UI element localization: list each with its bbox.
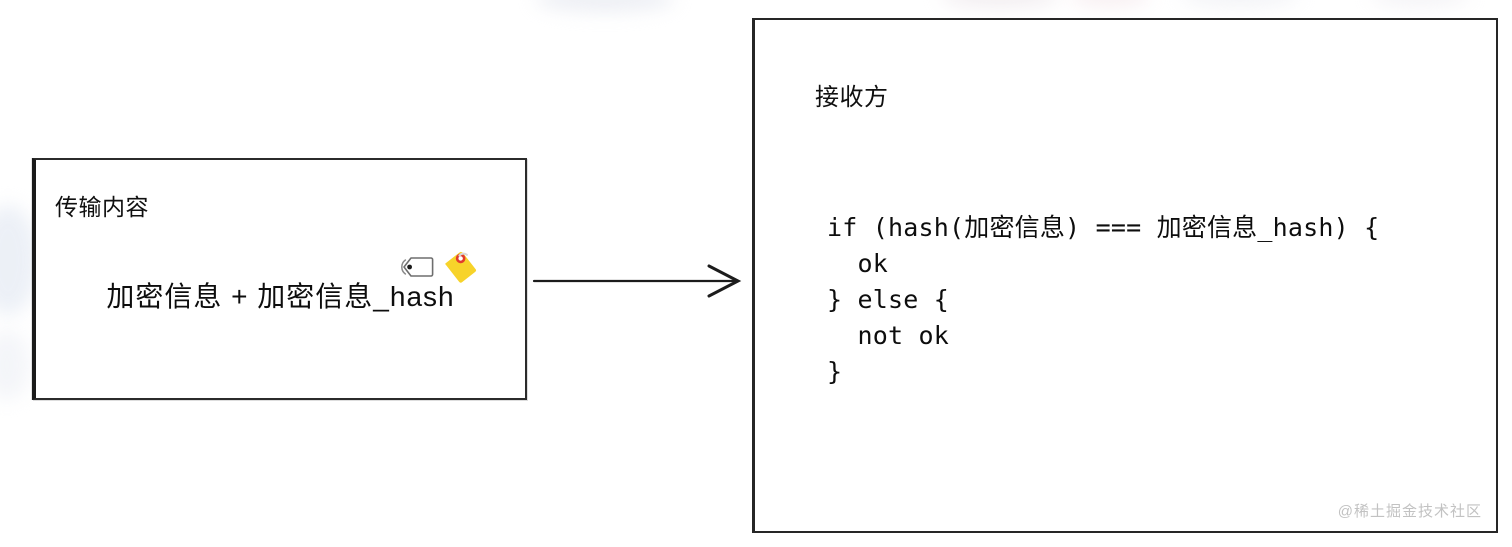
background-smudge (1070, 0, 1150, 7)
transmission-box-title: 传输内容 (55, 194, 149, 220)
background-smudge (1370, 0, 1470, 7)
transmission-content-row: 加密信息 + 加密信息_hash (36, 275, 525, 315)
background-smudge (0, 330, 30, 400)
watermark-text: @稀土掘金技术社区 (1337, 503, 1482, 520)
receiver-box: 接收方 if (hash(加密信息) === 加密信息_hash) { ok }… (752, 18, 1498, 533)
background-smudge (940, 0, 1060, 8)
background-smudge (535, 0, 675, 12)
receiver-code-block: if (hash(加密信息) === 加密信息_hash) { ok } els… (827, 213, 1380, 386)
background-smudge (1180, 0, 1300, 8)
receiver-box-title: 接收方 (815, 84, 889, 111)
flow-arrow (532, 262, 744, 300)
transmission-content-box: 传输内容 加密信息 + 加密信息_hash (32, 158, 527, 400)
transmission-content-text: 加密信息 + 加密信息_hash (106, 281, 455, 312)
